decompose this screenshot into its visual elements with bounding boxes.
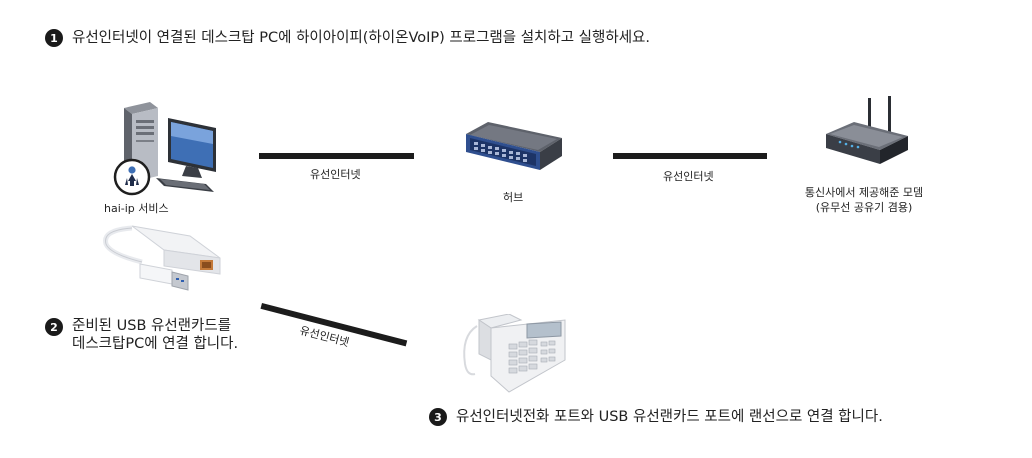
step-3: 3 유선인터넷전화 포트와 USB 유선랜카드 포트에 랜선으로 연결 합니다. [429,408,883,426]
cable-hub-modem-label: 유선인터넷 [663,170,714,183]
step-2-text-line2: 데스크탑PC에 연결 합니다. [72,336,239,352]
step-2-number: 2 [45,318,63,336]
modem-label: 통신사에서 제공해준 모뎀 (유무선 공유기 겸용) [804,185,924,215]
pc-label: hai-ip 서비스 [104,202,169,215]
hub-label: 허브 [503,191,524,204]
step-1-text: 유선인터넷이 연결된 데스크탑 PC에 하이아이피(하이온VoIP) 프로그램을… [72,30,650,46]
cable-pc-hub-label: 유선인터넷 [310,168,361,181]
hub-illustration [462,118,564,176]
step-2: 2 준비된 USB 유선랜카드를 데스크탑PC에 연결 합니다. [45,317,238,353]
modem-label-line1: 통신사에서 제공해준 모뎀 [804,186,924,199]
cable-pc-hub [259,153,414,159]
step-2-text-line1: 준비된 USB 유선랜카드를 [72,318,232,334]
desktop-pc-illustration [110,98,230,198]
voip-phone-illustration [455,313,567,396]
hai-ip-service-icon [113,158,151,196]
step-3-number: 3 [429,408,447,426]
step-1-number: 1 [45,29,63,47]
step-3-text: 유선인터넷전화 포트와 USB 유선랜카드 포트에 랜선으로 연결 합니다. [456,409,883,425]
usb-lan-adapter-illustration [92,222,232,300]
step-1: 1 유선인터넷이 연결된 데스크탑 PC에 하이아이피(하이온VoIP) 프로그… [45,29,650,47]
modem-illustration [824,94,910,174]
modem-label-line2: (유무선 공유기 겸용) [815,201,913,214]
cable-hub-modem [613,153,767,159]
